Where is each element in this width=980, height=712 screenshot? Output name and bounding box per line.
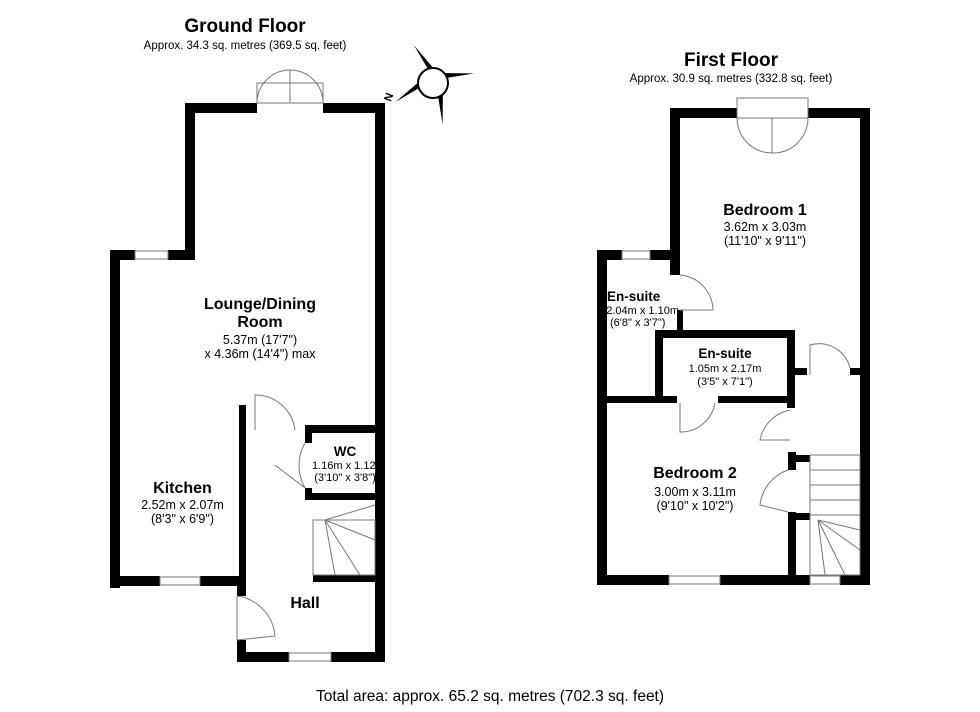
room-ensuite1-name: En-suite <box>607 289 661 304</box>
room-ensuite2-dim2: (3'5" x 7'1") <box>697 376 753 388</box>
room-lounge-dim1: 5.37m (17'7") <box>222 333 298 347</box>
room-wc-name: WC <box>333 444 357 459</box>
first-floor-area: Approx. 30.9 sq. metres (332.8 sq. feet) <box>629 73 833 85</box>
room-kitchen-dim2: (8'3" x 6'9") <box>151 512 214 526</box>
room-kitchen-dim1: 2.52m x 2.07m <box>141 498 224 512</box>
svg-text:N: N <box>382 92 396 104</box>
room-bedroom2-dim1: 3.00m x 3.11m <box>654 485 736 499</box>
room-wc-dim2: (3'10" x 3'8") <box>314 472 376 484</box>
room-lounge-dim2: x 4.36m (14'4") max <box>204 347 316 361</box>
room-bedroom1-dim2: (11'10" x 9'11") <box>724 234 806 248</box>
compass-rose-icon: N <box>382 45 475 125</box>
room-bedroom2-dim2: (9'10" x 10'2") <box>656 499 734 513</box>
room-ensuite2-dim1: 1.05m x 2.17m <box>688 363 762 375</box>
ground-floor-fixtures <box>134 69 376 662</box>
room-kitchen-name: Kitchen <box>153 480 212 497</box>
total-area: Total area: approx. 65.2 sq. metres (702… <box>315 688 665 705</box>
room-lounge-name: Lounge/Dining <box>204 296 316 313</box>
room-ensuite1-dim1: 2.04m x 1.10m <box>607 305 679 317</box>
room-hall-name: Hall <box>290 595 320 612</box>
first-floor-title: First Floor <box>684 50 778 71</box>
room-bedroom1-dim1: 3.62m x 3.03m <box>723 220 807 234</box>
ground-floor-area: Approx. 34.3 sq. metres (369.5 sq. feet) <box>143 40 347 52</box>
first-floor-fixtures <box>621 97 861 585</box>
room-bedroom2-name: Bedroom 2 <box>653 465 737 482</box>
room-ensuite1-dim2: (6'8" x 3'7") <box>610 317 666 329</box>
room-ensuite2-name: En-suite <box>698 346 752 361</box>
room-lounge-name-2: Room <box>237 314 283 331</box>
ground-floor-walls <box>110 103 385 662</box>
room-wc-dim1: 1.16m x 1.12m <box>312 460 378 472</box>
ground-floor-title: Ground Floor <box>184 16 306 37</box>
room-bedroom1-name: Bedroom 1 <box>723 202 807 219</box>
first-floor-walls <box>597 108 870 585</box>
